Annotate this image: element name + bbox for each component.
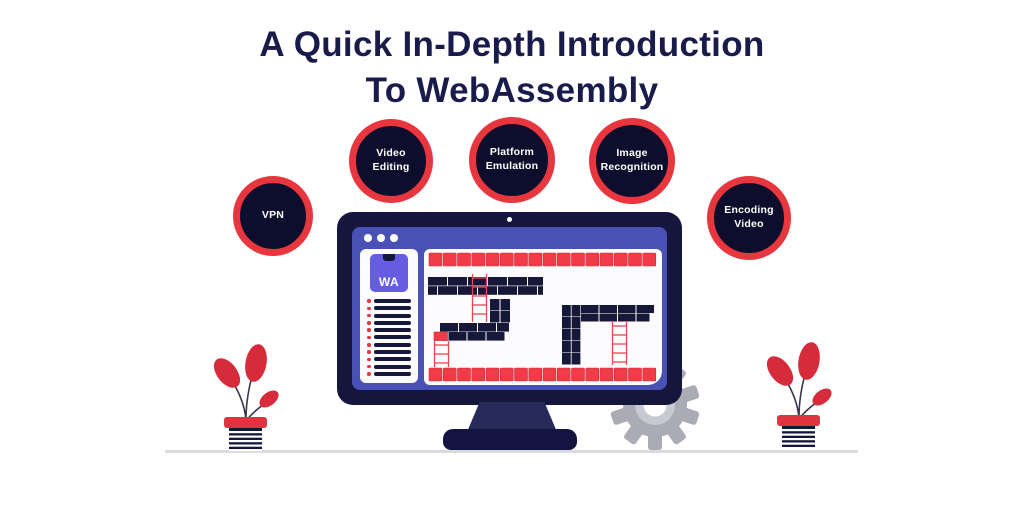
browser-dots-icon xyxy=(364,234,398,242)
sidebar-panel: WA xyxy=(360,249,418,383)
code-bar xyxy=(373,357,411,362)
bullet-dot xyxy=(367,350,371,354)
bullet-dot xyxy=(367,328,371,332)
code-line xyxy=(367,364,411,369)
code-bar xyxy=(373,313,411,318)
bullet-dot xyxy=(367,313,371,318)
browser-dot xyxy=(364,234,372,242)
monitor-stand-base xyxy=(443,429,577,450)
code-bar xyxy=(373,328,411,333)
game-level-graphic xyxy=(428,252,657,382)
bullet-dot xyxy=(367,335,371,340)
bullet-dot xyxy=(367,364,371,369)
plant-icon-right xyxy=(766,342,832,450)
bubble-image-recognition-label: Image Recognition xyxy=(600,147,664,173)
code-line xyxy=(367,342,411,347)
bullet-dot xyxy=(367,321,371,325)
bullet-dot xyxy=(367,306,371,311)
code-line xyxy=(367,371,411,376)
code-line xyxy=(367,306,411,311)
page-title: A Quick In-Depth Introduction To WebAsse… xyxy=(0,22,1024,114)
bubble-vpn: VPN xyxy=(233,176,313,256)
bullet-dot xyxy=(367,357,371,362)
code-bar xyxy=(373,350,411,355)
browser-window: WA xyxy=(352,227,667,390)
title-line-1: A Quick In-Depth Introduction xyxy=(259,25,765,64)
code-line xyxy=(367,328,411,333)
bubble-encoding-video-label: Encoding Video xyxy=(724,204,774,230)
code-line xyxy=(367,320,411,325)
browser-dot xyxy=(390,234,398,242)
wa-logo-label: WA xyxy=(378,275,400,289)
code-lines-list xyxy=(367,299,411,376)
plant-icon-left xyxy=(213,344,279,452)
bubble-video-editing: Video Editing xyxy=(349,119,433,203)
game-panel xyxy=(424,249,662,385)
code-line xyxy=(367,299,411,303)
code-bar xyxy=(373,371,411,376)
title-line-2: To WebAssembly xyxy=(365,71,659,111)
code-line xyxy=(367,313,411,318)
wa-logo-badge: WA xyxy=(370,254,408,292)
bullet-dot xyxy=(367,299,371,303)
code-line xyxy=(367,350,411,355)
bubble-video-editing-label: Video Editing xyxy=(372,147,410,173)
bubble-platform-emulation-label: Platform Emulation xyxy=(485,146,539,172)
code-bar xyxy=(373,306,411,311)
bubble-vpn-label: VPN xyxy=(261,209,285,222)
bubble-encoding-video: Encoding Video xyxy=(707,176,791,260)
bubble-platform-emulation: Platform Emulation xyxy=(469,117,555,203)
wa-logo-notch xyxy=(383,254,395,261)
code-line xyxy=(367,335,411,340)
monitor: WA xyxy=(337,212,682,405)
bubble-image-recognition: Image Recognition xyxy=(589,118,675,204)
monitor-stand-neck xyxy=(467,402,557,432)
code-line xyxy=(367,357,411,362)
ground-line xyxy=(165,450,858,453)
browser-dot xyxy=(377,234,385,242)
code-bar xyxy=(373,342,411,347)
code-bar xyxy=(373,299,411,303)
bullet-dot xyxy=(367,343,371,347)
code-bar xyxy=(373,335,411,340)
code-bar xyxy=(373,364,411,369)
camera-dot-icon xyxy=(507,217,512,222)
bullet-dot xyxy=(367,372,371,376)
code-bar xyxy=(373,320,411,325)
